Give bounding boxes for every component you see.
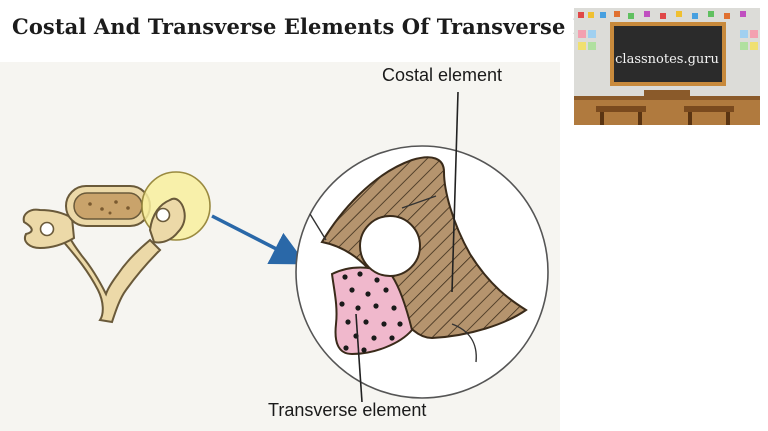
pointer-arrow xyxy=(211,214,307,265)
classroom-logo: classnotes.guru xyxy=(574,8,760,125)
small-vertebra xyxy=(22,171,211,324)
page-title: Costal And Transverse Elements Of Transv… xyxy=(12,14,665,39)
vertebra-diagram: Costal element Transverse element xyxy=(0,62,560,431)
magnified-view xyxy=(295,91,549,403)
logo-text: classnotes.guru xyxy=(615,52,719,67)
classroom-illustration xyxy=(574,8,760,125)
diagram-drawing xyxy=(22,91,549,403)
costal-element-label: Costal element xyxy=(382,65,503,85)
transverse-element-label: Transverse element xyxy=(268,400,427,420)
